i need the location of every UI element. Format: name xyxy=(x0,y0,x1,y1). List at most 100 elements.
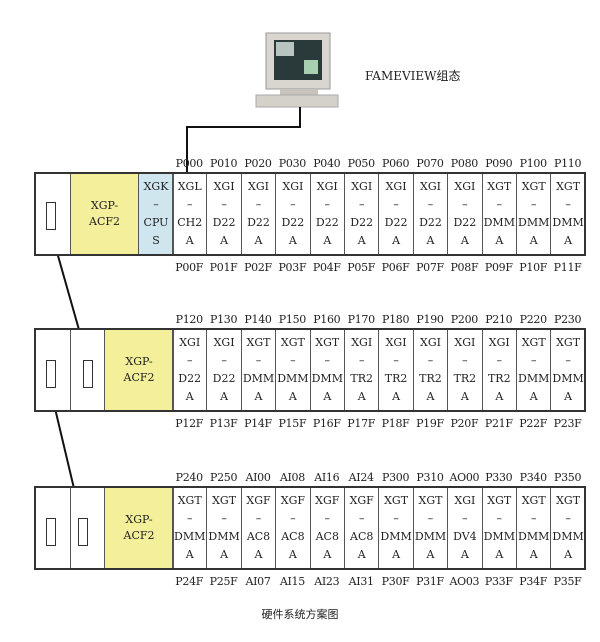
pc-label: FAMEVIEW组态 xyxy=(365,69,461,83)
connector-port xyxy=(46,202,56,230)
module-text: A xyxy=(460,548,469,561)
module-text: D22 xyxy=(384,216,408,229)
module-text: A xyxy=(254,390,263,403)
module-text: A xyxy=(185,548,194,561)
module-text: XGT xyxy=(556,180,581,193)
module-text: XGT xyxy=(280,336,305,349)
module-text: – xyxy=(186,198,193,211)
bottom-address-label: P17F xyxy=(347,417,376,430)
top-address-label: P200 xyxy=(450,313,479,326)
module-text: DV4 xyxy=(453,530,477,543)
module-text: D22 xyxy=(212,372,236,385)
bottom-address-label: P18F xyxy=(381,417,410,430)
module-text: – xyxy=(462,354,468,367)
module-text: – xyxy=(324,354,331,367)
bottom-address-label: AI31 xyxy=(348,575,374,588)
module-text: XGT xyxy=(212,494,237,507)
module-text: – xyxy=(255,354,262,367)
module-text: A xyxy=(529,548,538,561)
module-text: DMM xyxy=(208,530,240,543)
bottom-address-label: P04F xyxy=(312,261,341,274)
top-address-label: AO00 xyxy=(449,471,480,484)
top-address-label: P010 xyxy=(209,157,238,170)
module-text: XGI xyxy=(316,180,338,193)
top-address-label: P130 xyxy=(209,313,238,326)
bottom-address-label: P13F xyxy=(209,417,238,430)
bottom-address-label: P33F xyxy=(484,575,513,588)
module-text: XGI xyxy=(454,336,476,349)
top-address-label: P210 xyxy=(485,313,513,326)
module-text: XGI xyxy=(213,180,235,193)
module-text: XGI xyxy=(454,494,476,507)
bottom-address-label: P11F xyxy=(553,261,582,274)
module-text: DMM xyxy=(174,530,206,543)
bottom-address-label: AI07 xyxy=(245,575,271,588)
module-text: DMM xyxy=(518,216,550,229)
connector-port xyxy=(46,518,56,546)
module-text: – xyxy=(358,354,365,367)
module-text: D22 xyxy=(178,372,202,385)
module-text: – xyxy=(358,512,365,525)
module-text: TR2 xyxy=(453,372,477,385)
module-text: TR2 xyxy=(487,372,511,385)
module-text: – xyxy=(530,354,537,367)
bottom-address-label: P20F xyxy=(450,417,479,430)
bottom-address-label: P24F xyxy=(175,575,204,588)
bottom-address-label: P19F xyxy=(416,417,444,430)
top-address-label: P220 xyxy=(519,313,548,326)
module-text: A xyxy=(288,234,297,247)
expansion-slot xyxy=(71,488,105,568)
module-text: XGT xyxy=(556,494,581,507)
module-text: – xyxy=(496,512,503,525)
power-module: XGP-ACF2 xyxy=(71,174,139,254)
top-address-label: AI00 xyxy=(245,471,271,484)
module-text: XGI xyxy=(420,180,441,193)
bottom-address-label: P16F xyxy=(312,417,341,430)
module-text: – xyxy=(221,198,227,211)
cpu-module-text: – xyxy=(153,198,159,211)
bottom-address-label: P10F xyxy=(519,261,548,274)
module-text: D22 xyxy=(247,216,270,229)
top-address-label: P100 xyxy=(519,157,548,170)
module-text: A xyxy=(288,390,297,403)
diagram-caption: 硬件系统方案图 xyxy=(261,608,339,621)
module-text: DMM xyxy=(518,530,550,543)
module-text: – xyxy=(427,354,434,367)
module-text: – xyxy=(565,512,571,525)
top-address-label: P140 xyxy=(244,313,272,326)
top-address-label: P180 xyxy=(381,313,410,326)
connector-port xyxy=(78,518,88,546)
module-text: – xyxy=(324,198,331,211)
module-text: D22 xyxy=(350,216,374,229)
module-text: – xyxy=(186,512,193,525)
module-text: XGI xyxy=(488,336,510,349)
module-text: A xyxy=(495,548,504,561)
power-module: XGP-ACF2 xyxy=(105,330,174,410)
top-address-label: P170 xyxy=(347,313,376,326)
module-text: A xyxy=(357,548,366,561)
module-text: DMM xyxy=(552,530,584,543)
bottom-address-label: P07F xyxy=(416,261,444,274)
bottom-address-label: P14F xyxy=(244,417,272,430)
top-address-label: P000 xyxy=(175,157,204,170)
module-text: D22 xyxy=(212,216,236,229)
expansion-slot xyxy=(71,330,105,410)
top-address-label: P050 xyxy=(347,157,376,170)
module-text: XGF xyxy=(280,494,306,507)
bottom-address-label: P21F xyxy=(484,417,513,430)
module-text: A xyxy=(392,548,401,561)
module-text: A xyxy=(323,234,332,247)
bottom-address-label: AI23 xyxy=(314,575,340,588)
module-text: XGT xyxy=(487,180,512,193)
